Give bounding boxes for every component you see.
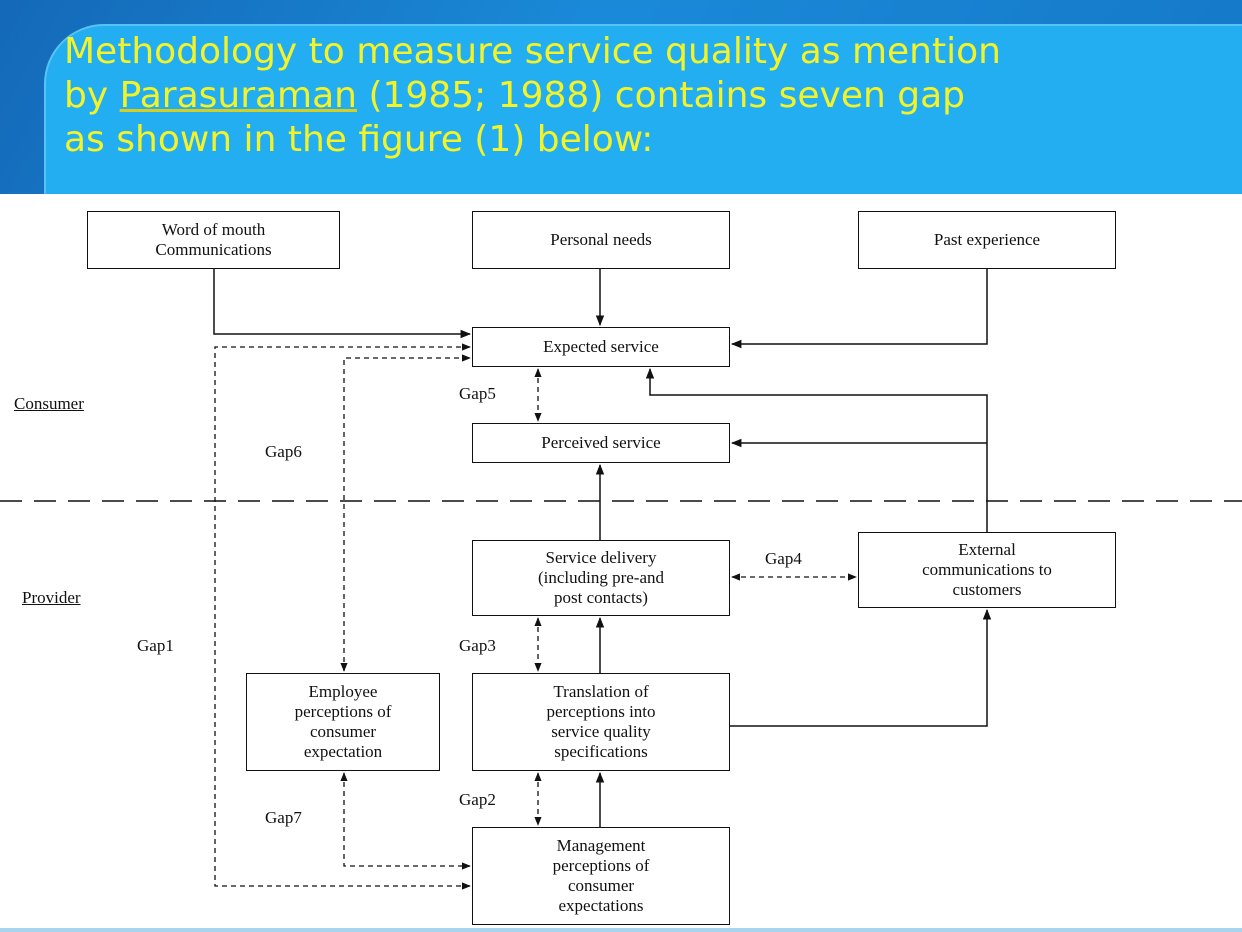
- perceived-service-box: Perceived service: [472, 423, 730, 463]
- arrow-translation-to-external: [730, 608, 992, 727]
- gap4-label: Gap4: [765, 549, 802, 568]
- slide-title: Methodology to measure service quality a…: [64, 30, 1224, 162]
- title-line-3: as shown in the figure (1) below:: [64, 119, 654, 160]
- management-perceptions-box: Management perceptions of consumer expec…: [472, 827, 730, 925]
- gap6-connector: [340, 354, 471, 672]
- gap-model-diagram: Word of mouth Communications Personal ne…: [0, 194, 1242, 932]
- word-of-mouth-box: Word of mouth Communications: [87, 211, 340, 269]
- arrow-past-to-expected: [730, 269, 988, 349]
- gap1-label: Gap1: [137, 636, 174, 655]
- personal-needs-box: Personal needs: [472, 211, 730, 269]
- title-line-1: Methodology to measure service quality a…: [64, 31, 1001, 72]
- title-line-2-post: (1985; 1988) contains seven gap: [357, 75, 966, 116]
- header-title-card: [44, 24, 1242, 194]
- bottom-accent-bar: [0, 928, 1242, 932]
- gap7-connector: [340, 772, 471, 870]
- diagram-connectors: [0, 269, 1242, 890]
- translation-box: Translation of perceptions into service …: [472, 673, 730, 771]
- arrow-wom-to-expected: [213, 269, 472, 339]
- service-delivery-box: Service delivery (including pre-and post…: [472, 540, 730, 616]
- employee-perceptions-box: Employee perceptions of consumer expecta…: [246, 673, 440, 771]
- expected-service-box: Expected service: [472, 327, 730, 367]
- gap6-label: Gap6: [265, 442, 302, 461]
- gap7-label: Gap7: [265, 808, 302, 827]
- provider-section-label: Provider: [22, 588, 81, 607]
- gap1-connector: [214, 343, 471, 890]
- slide-header: Methodology to measure service quality a…: [0, 0, 1242, 194]
- title-line-2-pre: by: [64, 75, 120, 116]
- external-communications-box: External communications to customers: [858, 532, 1116, 608]
- consumer-section-label: Consumer: [14, 394, 84, 413]
- arrow-external-to-expected: [645, 367, 988, 532]
- title-author-link: Parasuraman: [119, 75, 358, 116]
- past-experience-box: Past experience: [858, 211, 1116, 269]
